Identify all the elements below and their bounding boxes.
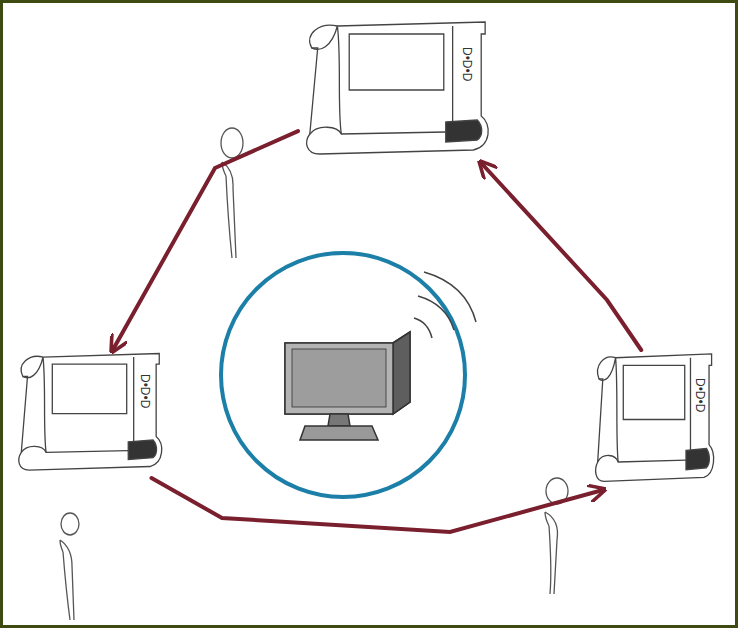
person-figure (60, 513, 79, 620)
scroll-device: D•D•D (590, 350, 718, 490)
scroll-device: D•D•D (12, 350, 167, 478)
monitor-symbol (285, 332, 410, 440)
scroll-outline (298, 18, 495, 163)
flow-arrow (113, 131, 298, 350)
device-label: D•D•D (460, 47, 474, 81)
device-label: D•D•D (138, 374, 152, 408)
scroll-device: D•D•D (298, 18, 495, 163)
scroll-outline (590, 350, 718, 490)
device-label: D•D•D (693, 378, 707, 412)
person-figure (221, 128, 243, 258)
broadcast-circle (221, 253, 465, 497)
scroll-outline (12, 350, 167, 478)
flow-arrow (481, 163, 641, 350)
person-figure (545, 478, 568, 594)
flow-arrow (152, 478, 603, 532)
signal-waves (414, 272, 476, 338)
